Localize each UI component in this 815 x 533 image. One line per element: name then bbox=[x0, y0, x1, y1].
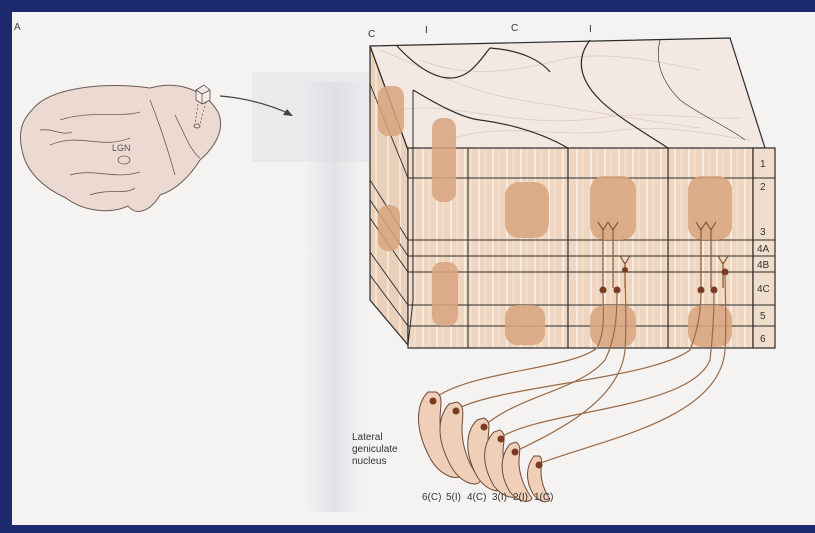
lgn-layer-label-5i: 5(I) bbox=[446, 492, 461, 503]
column-label-c-2: C bbox=[511, 23, 518, 34]
lgn-layer-label-3i: 3(I) bbox=[492, 492, 507, 503]
column-label-i-1: I bbox=[425, 25, 428, 36]
layer-label-6: 6 bbox=[760, 334, 766, 345]
lgn-layers bbox=[419, 392, 551, 502]
layer-label-4c: 4C bbox=[757, 284, 770, 295]
layer-label-4a: 4A bbox=[757, 244, 770, 255]
layer-label-3: 3 bbox=[760, 227, 766, 238]
lgn-layer-label-6c: 6(C) bbox=[422, 492, 441, 503]
lgn-layer-label-2i: 2(I) bbox=[513, 492, 528, 503]
arrow-to-cortex bbox=[220, 96, 293, 116]
layer-label-4b: 4B bbox=[757, 260, 770, 271]
column-label-i-2: I bbox=[589, 24, 592, 35]
panel-label: A bbox=[14, 22, 21, 33]
lgn-caption-line-1: Lateral bbox=[352, 432, 383, 443]
brain-illustration: LGN bbox=[20, 85, 220, 211]
lgn-region-label: LGN bbox=[112, 143, 131, 153]
layer-label-1: 1 bbox=[760, 159, 766, 170]
column-label-c-1: C bbox=[368, 29, 375, 40]
lgn-caption-line-2: geniculate bbox=[352, 444, 398, 455]
lgn-caption-line-3: nucleus bbox=[352, 456, 386, 467]
layer-label-5: 5 bbox=[760, 311, 766, 322]
lgn-layer-label-1c: 1(C) bbox=[534, 492, 553, 503]
lgn-layer-label-4c: 4(C) bbox=[467, 492, 486, 503]
layer-label-2: 2 bbox=[760, 182, 766, 193]
